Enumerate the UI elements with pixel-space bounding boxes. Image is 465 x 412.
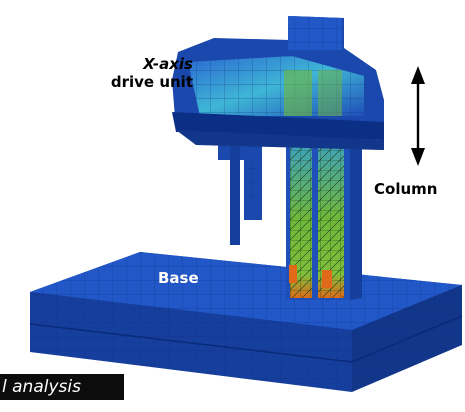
column-structure <box>286 128 362 300</box>
x-axis-drive-unit <box>172 16 384 150</box>
base-label: Base <box>158 269 199 287</box>
x-axis-label-line1: X-axis <box>143 55 193 73</box>
column-arrow <box>411 66 425 166</box>
base-block <box>29 252 463 392</box>
slide-plate <box>218 128 262 245</box>
x-axis-label-line2: drive unit <box>110 73 193 91</box>
caption-banner: l analysis <box>0 374 124 400</box>
column-label: Column <box>374 180 438 198</box>
